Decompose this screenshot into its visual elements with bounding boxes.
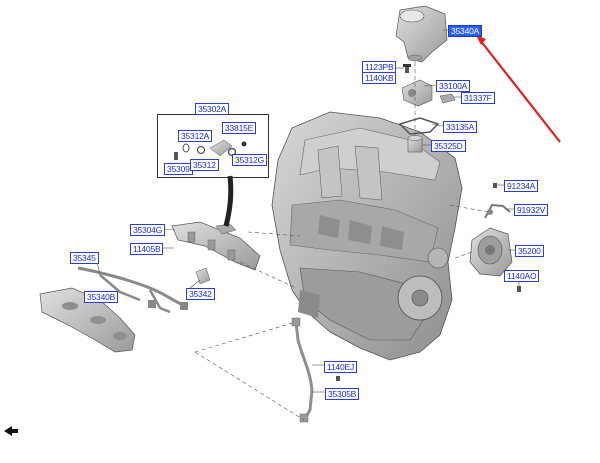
part-label-33135a[interactable]: 33135A [443,121,478,133]
part-label-35312[interactable]: 35312 [190,159,219,171]
part-label-91932v[interactable]: 91932V [514,204,549,216]
engine-block [271,111,463,361]
part-label-1140ej[interactable]: 1140EJ [324,361,357,373]
bolt-part [403,64,411,73]
part-label-33815e[interactable]: 33815E [222,122,257,134]
part-label-35325d[interactable]: 35325D [431,140,466,152]
part-label-35305b[interactable]: 35305B [325,388,360,400]
part-label-11405b[interactable]: 11405B [130,243,164,255]
part-label-35342[interactable]: 35342 [186,288,215,300]
wiring-harness-part [77,266,188,314]
part-label-35302a[interactable]: 35302A [195,103,230,115]
part-label-35304g[interactable]: 35304G [130,224,166,236]
part-label-35309[interactable]: 35309 [164,163,193,175]
part-label-1140ao[interactable]: 1140AO [504,270,540,282]
part-label-stack-1123pb: 1123PB 1140KB [362,61,397,84]
part-label-35340b[interactable]: 35340B [84,291,119,303]
orientation-arrow-icon [4,426,18,436]
part-label-35312a[interactable]: 35312A [178,130,213,142]
red-pointer-arrow [476,35,561,143]
detail-inset-parts [174,139,247,160]
part-label-31337f[interactable]: 31337F [461,92,495,104]
top-housing-part [395,5,448,63]
sensor-part [401,79,433,107]
part-label-1123pb[interactable]: 1123PB [362,61,397,73]
injector-connector-part [195,267,211,285]
dashed-guide-lines [194,62,489,421]
fuel-rail-part [171,221,261,271]
part-label-35312g[interactable]: 35312G [232,154,268,166]
small-fitting-part [439,93,456,104]
inset-pointer-arrow [223,175,234,227]
part-label-35345[interactable]: 35345 [70,252,99,264]
part-label-35200[interactable]: 35200 [515,245,544,257]
part-label-35340a[interactable]: 35340A [448,25,483,37]
part-label-1140kb[interactable]: 1140KB [362,72,397,84]
pump-part [469,227,521,292]
gasket-part [398,117,440,135]
cylinder-part [407,135,423,153]
part-label-91234a[interactable]: 91234A [504,180,539,192]
part-label-33100a[interactable]: 33100A [436,80,471,92]
